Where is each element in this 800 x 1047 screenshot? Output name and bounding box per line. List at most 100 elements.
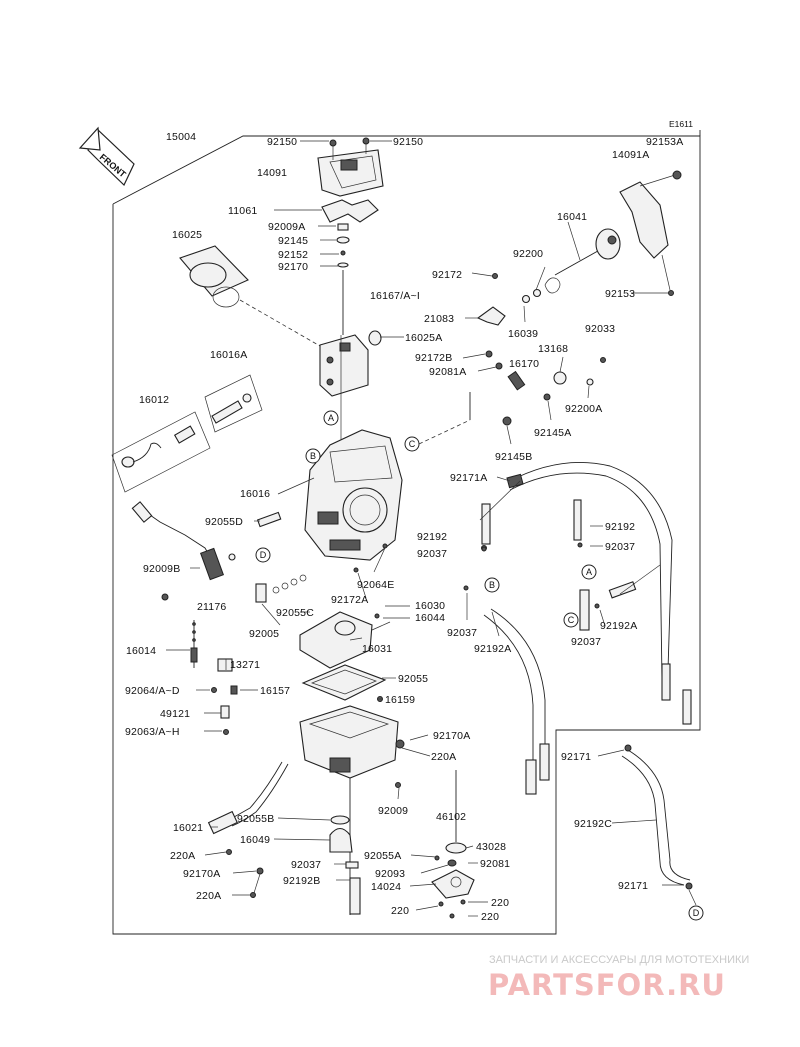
watermark-caption: ЗАПЧАСТИ И АКСЕССУАРЫ ДЛЯ МОТОТЕХНИКИ [489,954,749,966]
label-92037-bottom: 92037 [291,859,321,871]
label-16170: 16170 [509,358,539,370]
label-16014: 16014 [126,645,156,657]
top-cover-14091 [317,137,384,197]
label-92170A-right: 92170A [433,730,470,742]
label-16025: 16025 [172,229,202,241]
label-92055C: 92055C [276,607,314,619]
label-220-b: 220 [491,897,509,909]
label-92171-bottom: 92171 [618,880,648,892]
label-92153: 92153 [605,288,635,300]
label-16049: 16049 [240,834,270,846]
throttle-bracket-14091A [619,170,682,296]
label-92145: 92145 [278,235,308,247]
label-11061: 11061 [228,205,257,217]
label-16016A: 16016A [210,349,247,361]
label-92005: 92005 [249,628,279,640]
label-92152: 92152 [278,249,308,261]
svg-text:B: B [489,580,495,590]
label-16030: 16030 [415,600,445,612]
needle-stack [336,223,350,335]
sensor-21176 [131,501,236,601]
label-21176: 21176 [197,601,226,613]
label-16039: 16039 [508,328,538,340]
linkage-parts [476,273,606,426]
label-92171-right: 92171 [561,751,591,763]
label-92009: 92009 [378,805,408,817]
svg-text:D: D [693,908,700,918]
label-92081: 92081 [480,858,510,870]
label-92192-mid: 92192 [417,531,447,543]
svg-text:D: D [260,550,267,560]
label-92172A: 92172A [331,594,368,606]
screw-92055D [256,511,282,528]
label-92145B: 92145B [495,451,532,463]
label-14024: 14024 [371,881,401,893]
label-220A-bottom: 220A [196,890,221,902]
svg-text:C: C [409,439,416,449]
label-92172: 92172 [432,269,462,281]
label-13168: 13168 [538,343,568,355]
label-15004: 15004 [166,131,196,143]
label-220-c: 220 [481,911,499,923]
label-92145A: 92145A [534,427,571,439]
label-92055D: 92055D [205,516,243,528]
label-220A-mid: 220A [431,751,456,763]
label-92093: 92093 [375,868,405,880]
label-16157: 16157 [260,685,290,697]
label-14091: 14091 [257,167,287,179]
label-43028: 43028 [476,841,506,853]
svg-text:B: B [310,451,316,461]
label-16012: 16012 [139,394,169,406]
diagram-code: E1611 [669,119,693,129]
label-92192A-right: 92192A [600,620,637,632]
label-220A-left: 220A [170,850,195,862]
watermark: ЗАПЧАСТИ И АКСЕССУАРЫ ДЛЯ МОТОТЕХНИКИ PA… [488,954,749,1002]
front-arrow: FRONT [78,126,135,187]
label-92009A: 92009A [268,221,305,233]
label-92171A: 92171A [450,472,487,484]
drain-parts [329,778,361,915]
jet-92005 [255,574,307,603]
label-92055A: 92055A [364,850,401,862]
label-92170A-left: 92170A [183,868,220,880]
label-49121: 49121 [160,708,190,720]
label-92055: 92055 [398,673,428,685]
float-bowl [299,705,405,788]
vent-hoses [479,461,692,795]
drain-hose-16021 [207,761,289,898]
label-92150-right: 92150 [393,136,423,148]
label-16041: 16041 [557,211,587,223]
label-92192C: 92192C [574,818,612,830]
label-92172B: 92172B [415,352,452,364]
pump-body-16025A [319,330,382,397]
label-92037-right: 92037 [605,541,635,553]
label-46102: 46102 [436,811,466,823]
label-92081A: 92081A [429,366,466,378]
float-gasket-92055 [301,664,387,702]
pump-cover-14024 [431,770,475,919]
label-92192-right: 92192 [605,521,635,533]
label-92037-mid: 92037 [417,548,447,560]
svg-text:C: C [568,615,575,625]
label-92200A: 92200A [565,403,602,415]
label-220-a: 220 [391,905,409,917]
throttle-shaft-16041 [544,228,621,294]
needle-jet-16014 [190,620,198,668]
leader-lines [166,140,684,917]
label-92192B: 92192B [283,875,320,887]
label-16031: 16031 [362,643,392,655]
part-labels: E1611 15004 92150 92150 92153A 14091 140… [125,119,693,923]
label-92055B: 92055B [237,813,274,825]
float-16031 [299,611,391,669]
label-92063: 92063/A~H [125,726,180,738]
label-16025A: 16025A [405,332,442,344]
diaphragm-16025 [179,245,321,347]
label-92064: 92064/A~D [125,685,180,697]
label-21083: 21083 [424,313,454,325]
label-92064E: 92064E [357,579,394,591]
label-16044: 16044 [415,612,445,624]
label-92033: 92033 [585,323,615,335]
carburetor-body-16016 [304,335,403,561]
label-16016: 16016 [240,488,270,500]
